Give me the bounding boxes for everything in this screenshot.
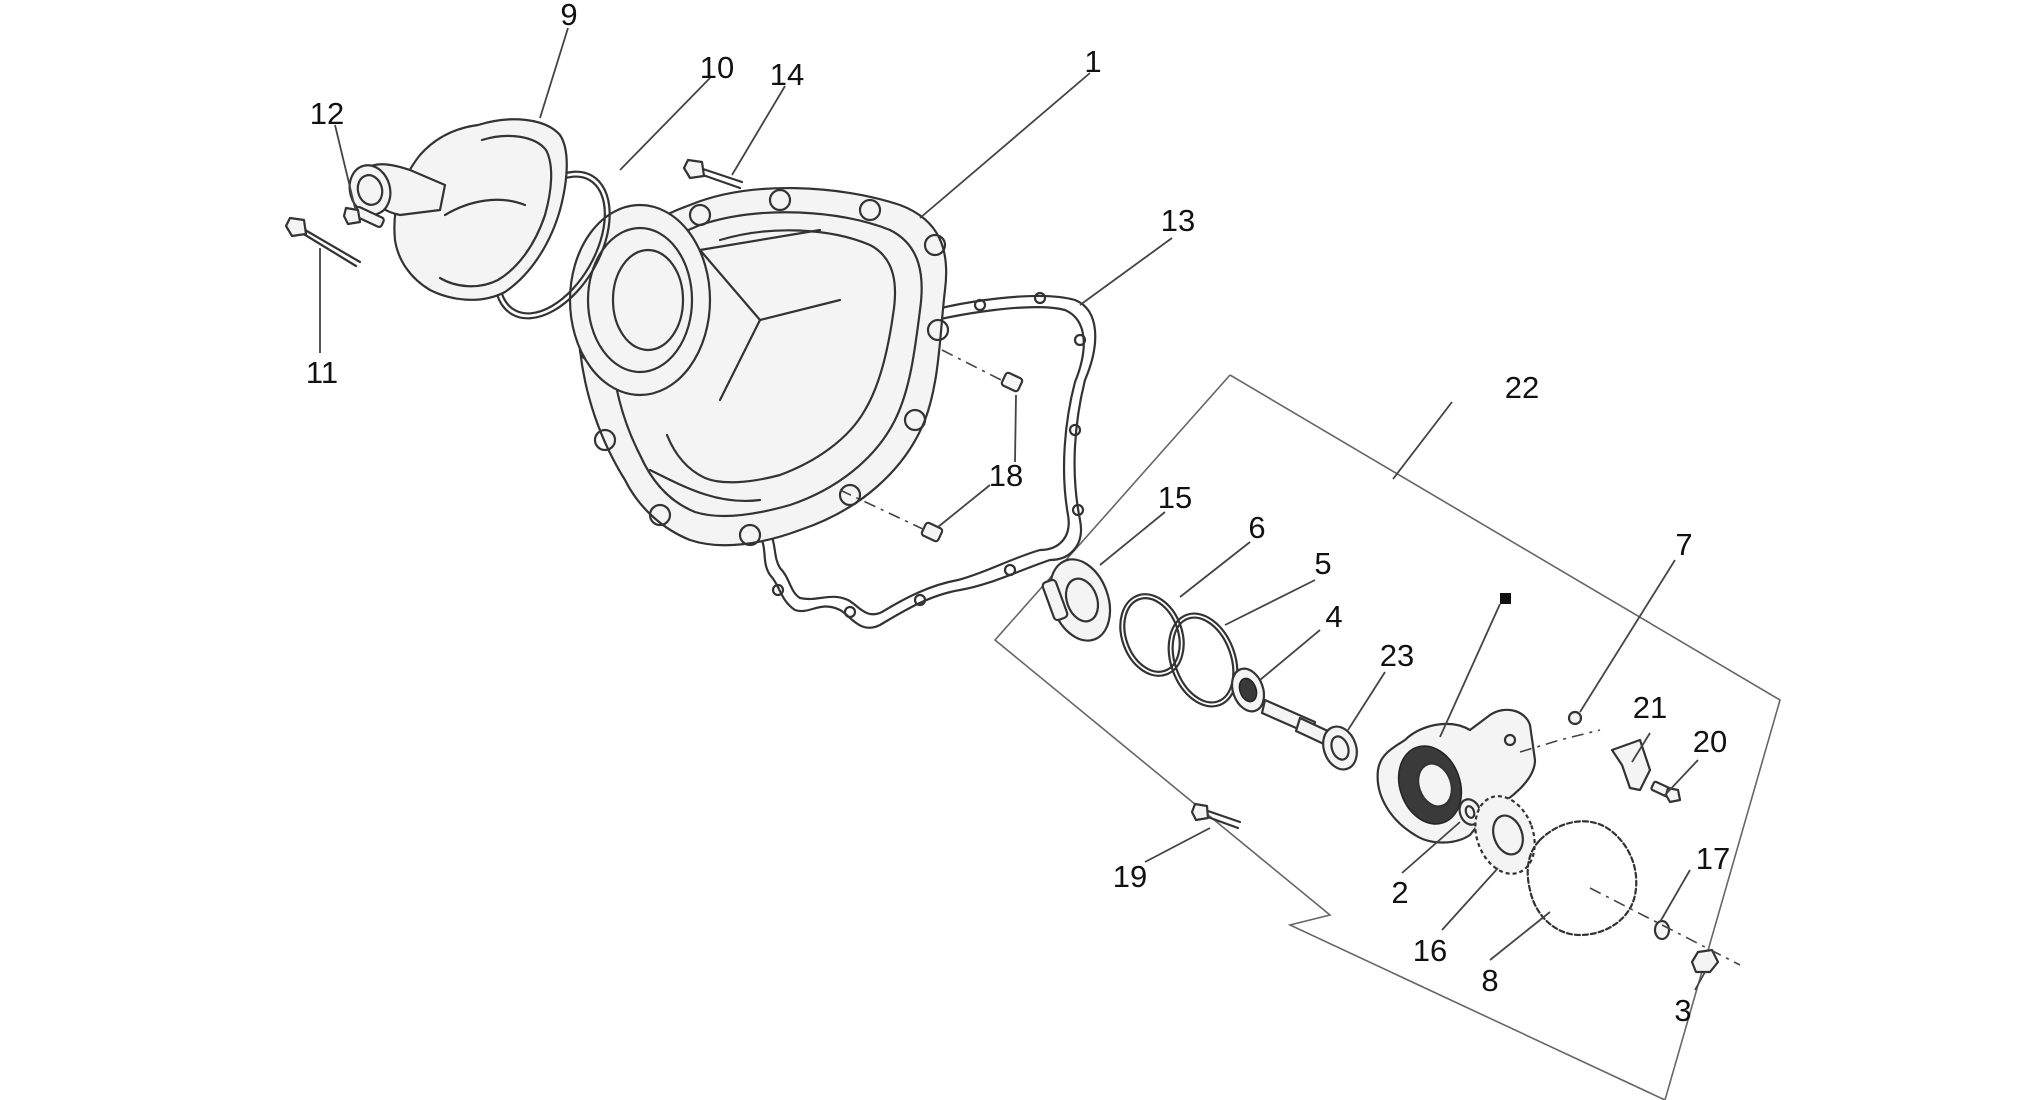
callout-3: 3	[1674, 993, 1691, 1028]
callout-7: 7	[1675, 527, 1692, 562]
part-21-chain-guide	[1610, 738, 1652, 792]
part-1-clutch-cover	[568, 186, 950, 547]
part-8-chain	[1526, 820, 1638, 937]
part-7-nut	[1567, 710, 1583, 726]
callout-1: 1	[1084, 44, 1101, 79]
part-18-dowel-upper	[1000, 371, 1024, 393]
pump-shaft	[1260, 698, 1332, 747]
callout-20: 20	[1693, 724, 1727, 759]
part-16-sprocket	[1474, 795, 1536, 875]
callout-10: 10	[700, 50, 734, 85]
part-4-seal	[1230, 667, 1266, 713]
leader-lines	[319, 27, 1706, 991]
callout-16: 16	[1413, 933, 1447, 968]
part-3-nut	[1690, 948, 1720, 974]
sprocket-axis	[1589, 887, 1741, 966]
part-14-bolt	[682, 158, 744, 190]
callout-2: 2	[1391, 875, 1408, 910]
kit-22-outline	[993, 374, 1781, 1100]
callout-11: 11	[306, 355, 338, 390]
callout-17: 17	[1696, 841, 1730, 876]
callout-9: 9	[560, 0, 577, 32]
square-marker	[1500, 593, 1511, 604]
oil-pump-body	[1376, 708, 1537, 844]
callout-8: 8	[1481, 963, 1498, 998]
callout-23: 23	[1380, 638, 1414, 673]
part-18-dowel-lower	[920, 521, 944, 543]
callout-15: 15	[1158, 480, 1192, 515]
callout-5: 5	[1314, 546, 1331, 581]
dowel-axis-lower	[839, 489, 926, 531]
callout-22: 22	[1505, 370, 1539, 405]
callout-13: 13	[1161, 203, 1195, 238]
part-9-pump-cover	[348, 118, 568, 301]
callout-14: 14	[770, 57, 804, 92]
callout-6: 6	[1248, 510, 1265, 545]
callout-19: 19	[1113, 859, 1147, 894]
part-5-o-ring	[1167, 612, 1239, 708]
callout-18: 18	[989, 458, 1023, 493]
callout-4: 4	[1325, 599, 1342, 634]
dowel-axis-upper	[941, 349, 1006, 383]
part-15-impeller	[1041, 558, 1112, 642]
part-17-washer	[1653, 919, 1671, 941]
part-11-bolt	[284, 216, 362, 268]
part-12-bolt	[342, 206, 385, 228]
part-23-seal	[1322, 725, 1358, 771]
part-19-bolt	[1190, 802, 1242, 830]
callout-21: 21	[1633, 690, 1667, 725]
callout-12: 12	[310, 96, 344, 131]
